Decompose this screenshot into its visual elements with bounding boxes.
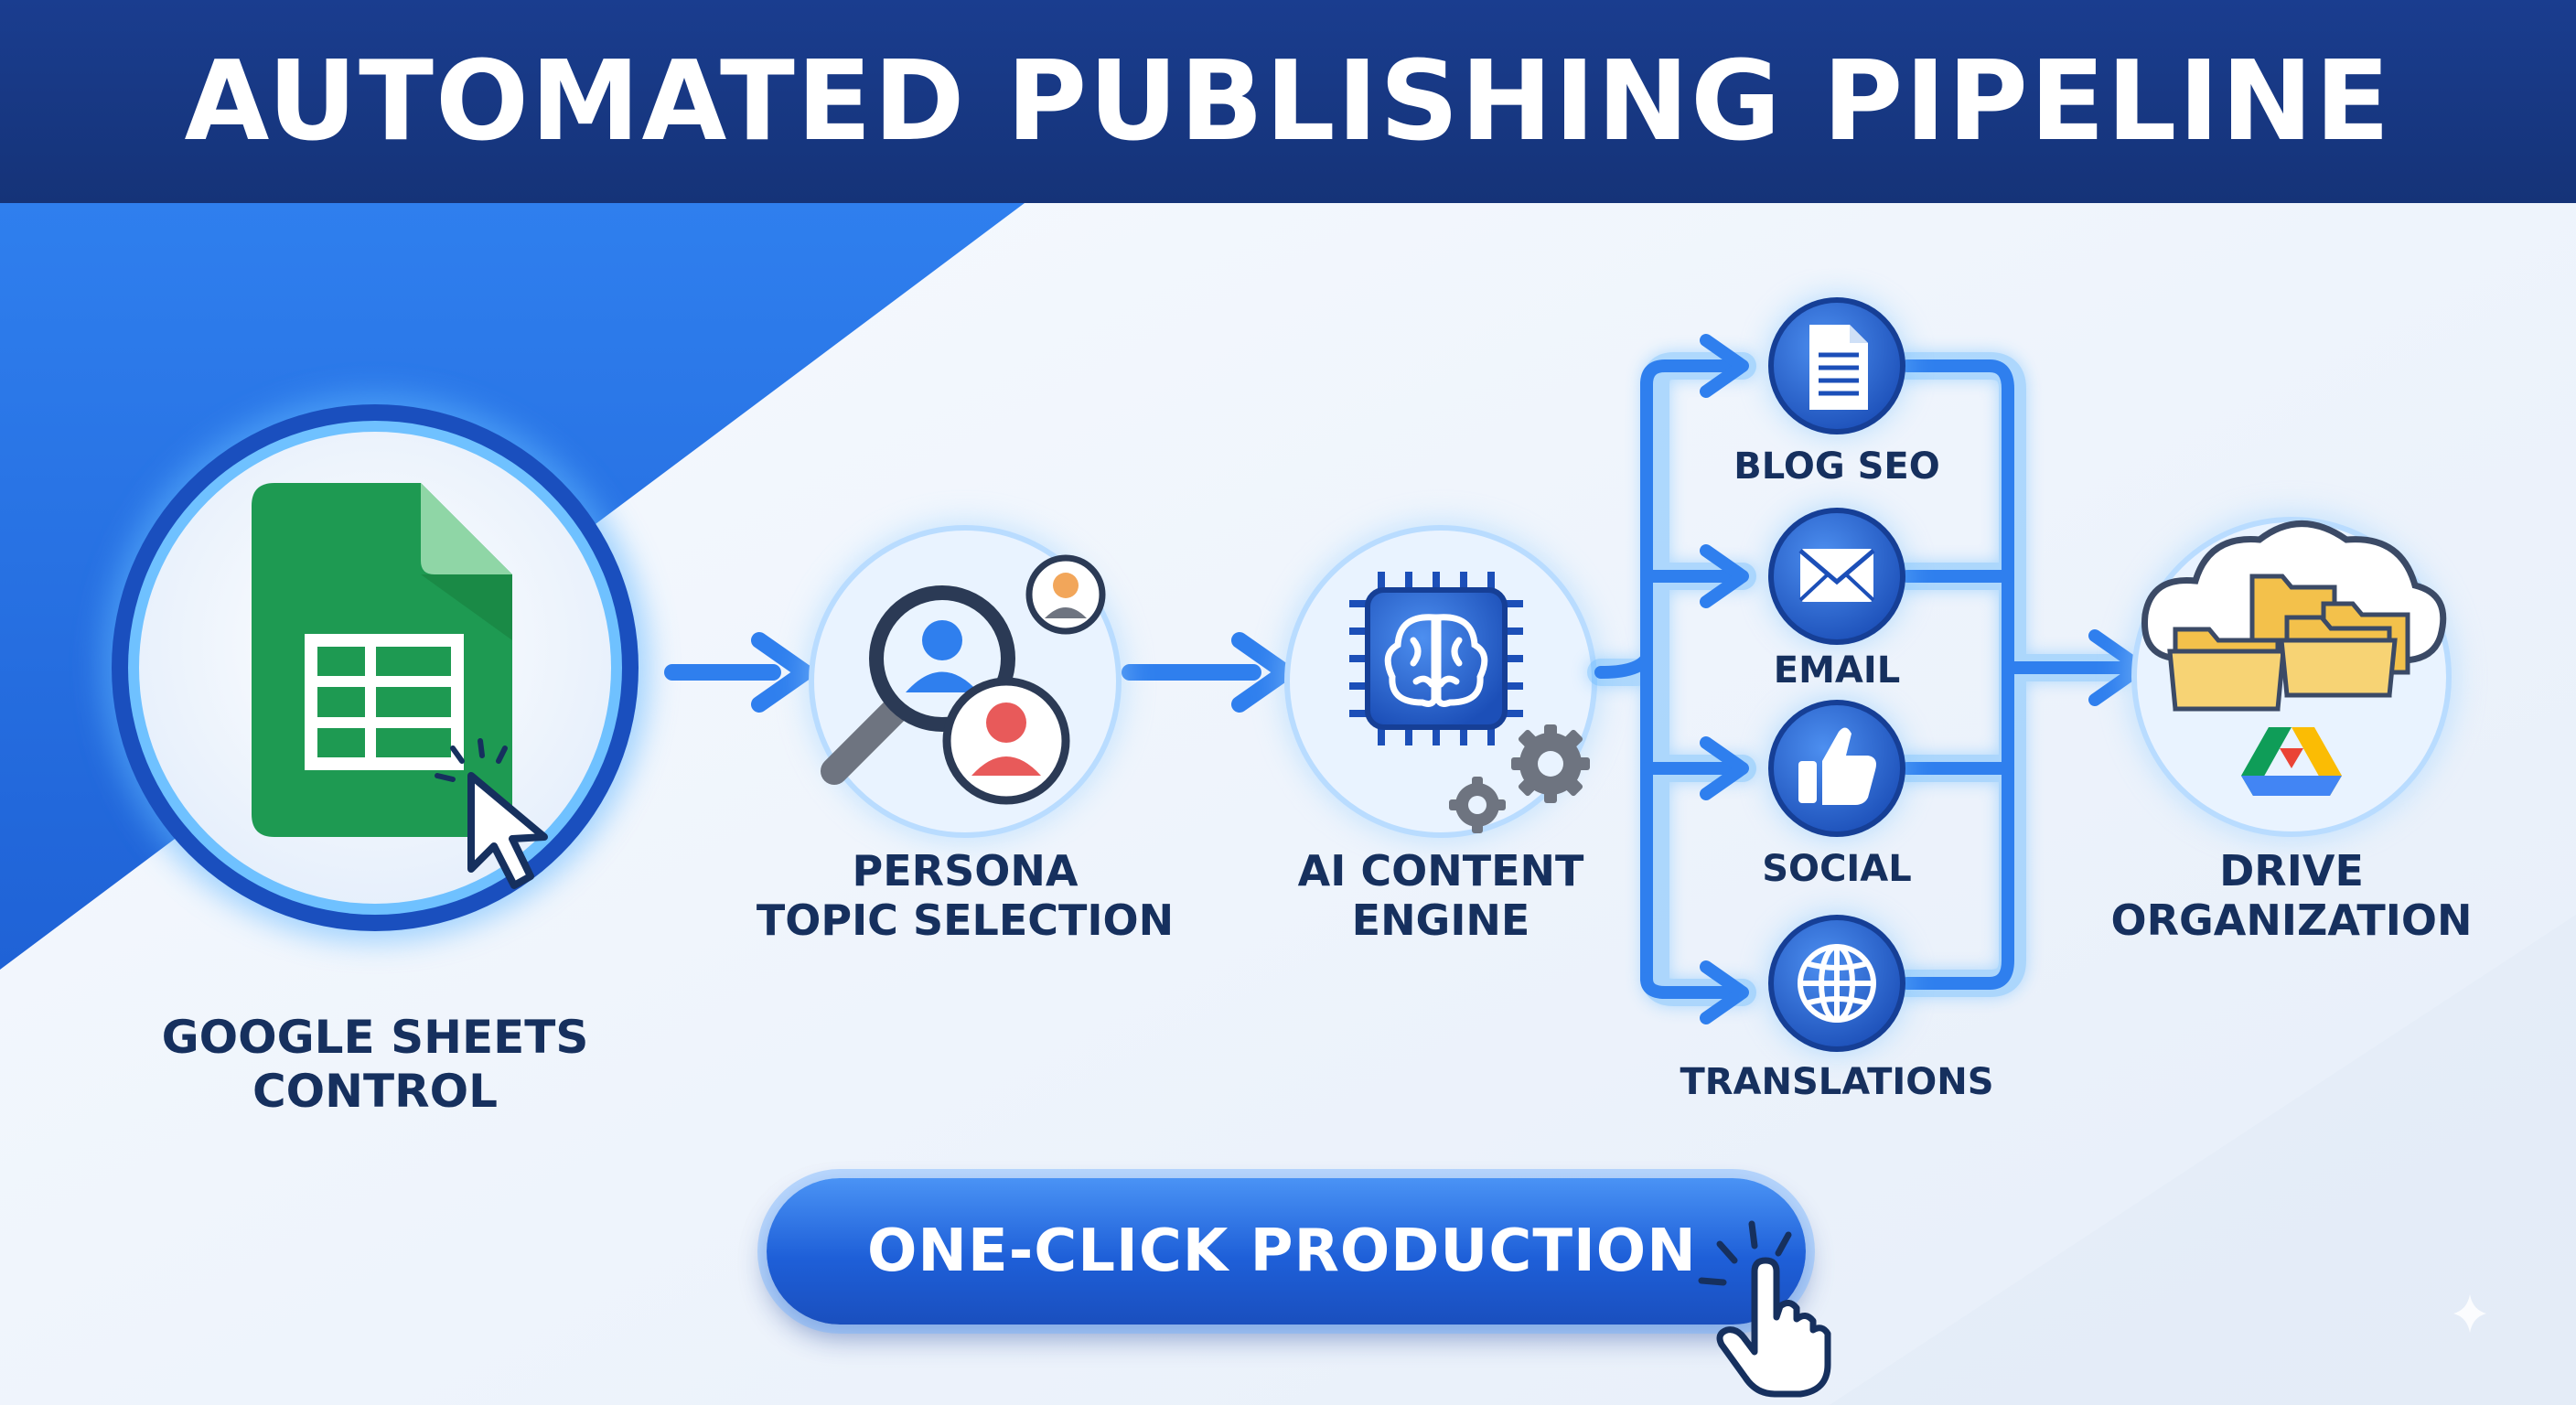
drive-label: DRIVE ORGANIZATION [2077, 846, 2506, 946]
globe-icon [1767, 914, 1906, 1053]
output-label-social: SOCIAL [1762, 848, 1912, 890]
sheets-label: GOOGLE SHEETS CONTROL [101, 1011, 649, 1119]
persona-label: PERSONA TOPIC SELECTION [732, 846, 1198, 946]
gears-icon [1449, 724, 1590, 833]
google-drive-icon [2241, 727, 2342, 796]
background-corner-shade [1830, 915, 2576, 1405]
title-bar: AUTOMATED PUBLISHING PIPELINE [0, 0, 2576, 203]
folders-icon [2167, 574, 2410, 712]
person-avatar-icon [1025, 554, 1106, 635]
output-label-blog-seo: BLOG SEO [1733, 445, 1940, 488]
cpu-brain-icon [1349, 572, 1523, 745]
ai-engine-label-line-1: AI CONTENT [1297, 846, 1584, 896]
ai-engine-label: AI CONTENT ENGINE [1253, 846, 1628, 946]
output-label-translations: TRANSLATIONS [1680, 1061, 1994, 1103]
sheets-label-line-1: GOOGLE SHEETS [161, 1011, 589, 1064]
connector-sheets-to-persona [659, 632, 813, 713]
ai-engine-label-line-2: ENGINE [1351, 896, 1530, 946]
envelope-icon [1767, 507, 1906, 646]
persona-avatar-icon [942, 677, 1070, 805]
thumbs-up-icon [1767, 699, 1906, 838]
sparkle-icon [2453, 1294, 2486, 1333]
persona-label-line-2: TOPIC SELECTION [756, 896, 1175, 946]
one-click-production-button[interactable]: ONE-CLICK PRODUCTION [767, 1178, 1806, 1325]
fan-out-connector [1587, 334, 1756, 1024]
output-label-email: EMAIL [1773, 649, 1901, 692]
google-sheets-icon [252, 483, 512, 837]
hand-pointer-icon [1698, 1220, 1831, 1398]
cursor-arrow-icon [435, 738, 548, 889]
document-icon [1767, 296, 1906, 435]
drive-label-line-2: ORGANIZATION [2110, 896, 2473, 946]
drive-label-line-1: DRIVE [2219, 846, 2364, 896]
page-title: AUTOMATED PUBLISHING PIPELINE [184, 38, 2392, 166]
persona-label-line-1: PERSONA [852, 846, 1079, 896]
sheets-label-line-2: CONTROL [252, 1065, 499, 1118]
one-click-production-label: ONE-CLICK PRODUCTION [867, 1217, 1697, 1285]
